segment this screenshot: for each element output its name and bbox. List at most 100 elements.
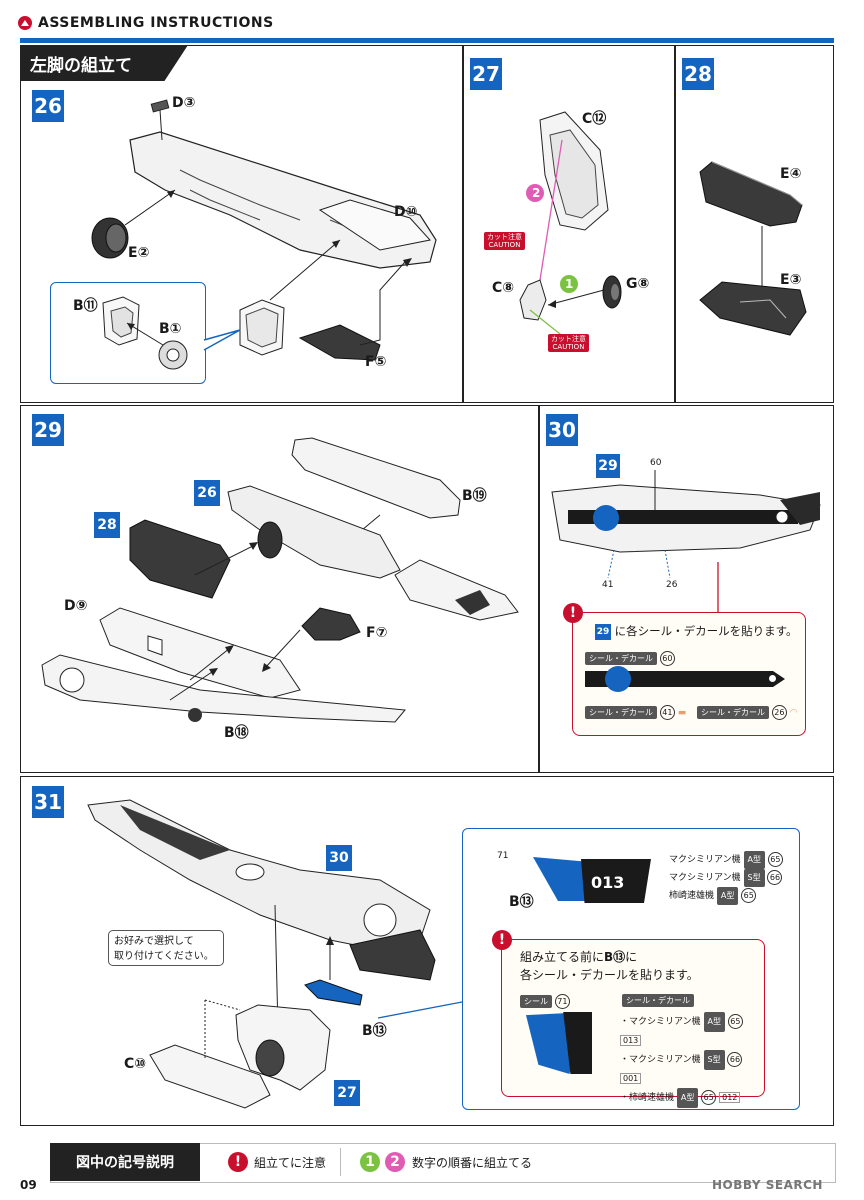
decal-label-pill: シール・デカール: [622, 994, 694, 1007]
note-step-badge: 29: [595, 623, 611, 640]
variant-type: A型: [716, 887, 739, 905]
variant-type: S型: [743, 869, 765, 887]
decal-number-41: 41: [602, 580, 614, 590]
note-part: B⑬: [604, 950, 626, 964]
variant-decal-number: 65: [741, 888, 757, 903]
step-30-decal-note: ! 29 に各シール・デカールを貼ります。 シール・デカール 60 シール・デカ…: [563, 603, 806, 736]
warning-icon: !: [563, 603, 583, 623]
decal-white-dot: [769, 675, 776, 682]
legend-seq-text: 数字の順番に組立てる: [412, 1156, 533, 1170]
note-text: に: [625, 950, 638, 964]
sticker-number-71: 71: [497, 851, 509, 861]
part-label-b18: B⑱: [224, 725, 249, 741]
part-label-c10: C⑩: [124, 1056, 147, 1072]
decal-option-code: 001: [620, 1073, 642, 1084]
part-label-g8: G⑧: [626, 276, 650, 292]
section-title: 左脚の組立て: [20, 45, 188, 81]
legend-title: 図中の記号説明: [50, 1143, 200, 1181]
warning-icon: !: [492, 930, 512, 950]
seal-number: 71: [554, 994, 570, 1009]
decal-option-row: ・マクシミリアン機 A型 65 013: [620, 1012, 764, 1050]
variant-name: マクシミリアン機: [669, 873, 741, 883]
decal-41-label: シール・デカール 41 ▬: [585, 705, 686, 720]
part-label-d10: D⑩: [394, 204, 418, 220]
panel-row-2: [20, 405, 834, 773]
note-instruction: 組み立てる前にB⑬に 各シール・デカールを貼ります。: [520, 948, 699, 984]
variant-type: A型: [743, 851, 765, 869]
divider: [462, 45, 464, 403]
panel-row-3: [20, 776, 834, 1126]
part-label-b13: B⑬: [362, 1023, 387, 1039]
variant-name: 柿崎速雄機: [669, 891, 715, 901]
cut-caution-jp: カット注意: [487, 233, 522, 241]
cut-caution-tag: カット注意 CAUTION: [484, 232, 525, 250]
decal-label-pill: シール・デカール: [585, 652, 657, 665]
legend-warning-text: 組立てに注意: [254, 1156, 327, 1170]
step-26-number: 26: [32, 90, 64, 122]
decal-label: シール・デカール: [622, 994, 694, 1007]
decal-option-name: ・柿崎速雄機: [620, 1093, 675, 1103]
step-29-number: 29: [32, 414, 64, 446]
decal-option-name: ・マクシミリアン機: [620, 1055, 701, 1065]
decal-blue-disc: [605, 666, 631, 692]
note-line-1: 組み立てる前にB⑬に: [520, 948, 699, 966]
variant-name: マクシミリアン機: [669, 855, 741, 865]
legend-seq-2-icon: 2: [385, 1152, 405, 1172]
part-label-b13-callout: B⑬: [509, 894, 534, 910]
part-label-c8: C⑧: [492, 280, 515, 296]
watermark: HOBBY SEARCH: [712, 1178, 823, 1192]
step-28-number: 28: [682, 58, 714, 90]
tail-variant-row: マクシミリアン機 S型 66: [669, 869, 783, 887]
tail-code: 013: [591, 873, 625, 892]
cut-caution-tag: カット注意 CAUTION: [548, 334, 589, 352]
legend-seq-1-icon: 1: [360, 1152, 380, 1172]
panel-row-1: [20, 45, 834, 403]
tail-variant-list: マクシミリアン機 A型 65 マクシミリアン機 S型 66 柿崎速雄機 A型 6…: [669, 851, 783, 905]
header-title: ASSEMBLING INSTRUCTIONS: [38, 15, 274, 31]
seq-2-marker: 2: [532, 186, 541, 200]
decal-option-number: 65: [701, 1090, 717, 1105]
variant-decal-number: 65: [767, 852, 783, 867]
cut-caution-en: CAUTION: [552, 343, 585, 351]
optional-selection-bubble: お好みで選択して 取り付けてください。: [108, 930, 224, 966]
variant-decal-number: 66: [767, 870, 783, 885]
decal-number: 41: [659, 705, 675, 720]
decal-number-26: 26: [666, 580, 678, 590]
decal-option-row: ・柿崎速雄機 A型 65 012: [620, 1088, 764, 1108]
step-30-number: 30: [546, 414, 578, 446]
decal-26-swatch: ◠: [789, 708, 798, 718]
part-label-e3: E③: [780, 272, 802, 288]
part-label-d3: D③: [172, 95, 196, 111]
tail-variant-row: マクシミリアン機 A型 65: [669, 851, 783, 869]
seal-label-pill: シール: [520, 995, 552, 1008]
decal-60-sticker: [585, 671, 785, 687]
decal-option-list: ・マクシミリアン機 A型 65 013 ・マクシミリアン機 S型 66 001 …: [620, 1012, 764, 1108]
ref-step-26: 26: [194, 480, 220, 506]
step-31-detail-callout: 71 013 B⑬ マクシミリアン機 A型 65 マクシミリアン機 S型 66 …: [462, 828, 800, 1110]
decal-option-type: A型: [676, 1088, 699, 1108]
legend-divider: [340, 1148, 341, 1176]
part-label-d9: D⑨: [64, 598, 88, 614]
ref-step-30: 30: [326, 845, 352, 871]
cut-caution-jp: カット注意: [551, 335, 586, 343]
part-label-f5: F⑤: [365, 354, 387, 370]
step-31-decal-note: ! 組み立てる前にB⑬に 各シール・デカールを貼ります。 シール 71 シール・…: [492, 930, 765, 1108]
tail-fin-black: [581, 859, 651, 903]
option-text-line-1: お好みで選択して: [114, 936, 194, 947]
decal-41-swatch: ▬: [677, 708, 687, 718]
cut-caution-en: CAUTION: [488, 241, 521, 249]
seal-label: シール 71: [520, 994, 570, 1009]
decal-main-label: シール・デカール 60: [585, 651, 675, 666]
decal-option-name: ・マクシミリアン機: [620, 1017, 701, 1027]
part-label-c12: C⑫: [582, 111, 607, 127]
ref-step-29: 29: [596, 454, 620, 478]
step-26-detail-callout: B⑪ B①: [50, 282, 206, 384]
decal-label-pill: シール・デカール: [697, 706, 769, 719]
page-number: 09: [20, 1178, 37, 1192]
seq-1-marker: 1: [565, 277, 574, 291]
tail-variant-row: 柿崎速雄機 A型 65: [669, 887, 783, 905]
decal-option-code: 013: [620, 1035, 642, 1046]
